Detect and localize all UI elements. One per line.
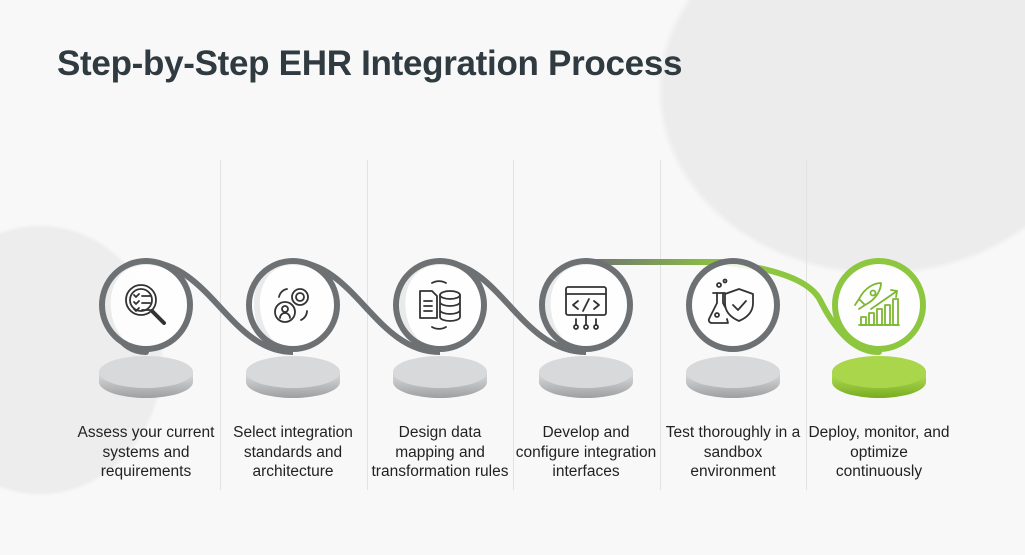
- gears-user-icon: [274, 288, 309, 323]
- step-label-5: Test thoroughly in a sandbox environment: [665, 424, 801, 480]
- step-ring-4: [539, 258, 633, 352]
- step-ring-2: [246, 258, 340, 352]
- code-window-icon: [565, 286, 607, 330]
- column-divider: [806, 160, 807, 490]
- page-title: Step-by-Step EHR Integration Process: [57, 44, 683, 83]
- column-divider: [367, 160, 368, 490]
- step-label-1: Assess your current systems and requirem…: [77, 424, 215, 480]
- column-divider: [220, 160, 221, 490]
- step-ring-1: [99, 258, 193, 352]
- pedestal: [686, 356, 780, 398]
- step-label-6: Deploy, monitor, and optimize continuous…: [808, 424, 950, 480]
- column-divider: [660, 160, 661, 490]
- step-label-2: Select integration standards and archite…: [233, 424, 353, 480]
- pedestal: [99, 356, 193, 398]
- magnifier-checklist-icon: [125, 284, 166, 325]
- pedestal: [539, 356, 633, 398]
- step-label-4: Develop and configure integration interf…: [515, 424, 657, 480]
- pedestal: [246, 356, 340, 398]
- rocket-growth-icon: [854, 282, 900, 326]
- pedestal: [832, 356, 926, 398]
- step-ring-3: [393, 258, 487, 352]
- pedestal: [393, 356, 487, 398]
- flask-shield-icon: [707, 278, 754, 324]
- document-database-icon: [419, 280, 461, 330]
- step-label-3: Design data mapping and transformation r…: [371, 424, 509, 480]
- step-ring-6: [832, 258, 926, 352]
- column-divider: [513, 160, 514, 490]
- step-ring-5: [686, 258, 780, 352]
